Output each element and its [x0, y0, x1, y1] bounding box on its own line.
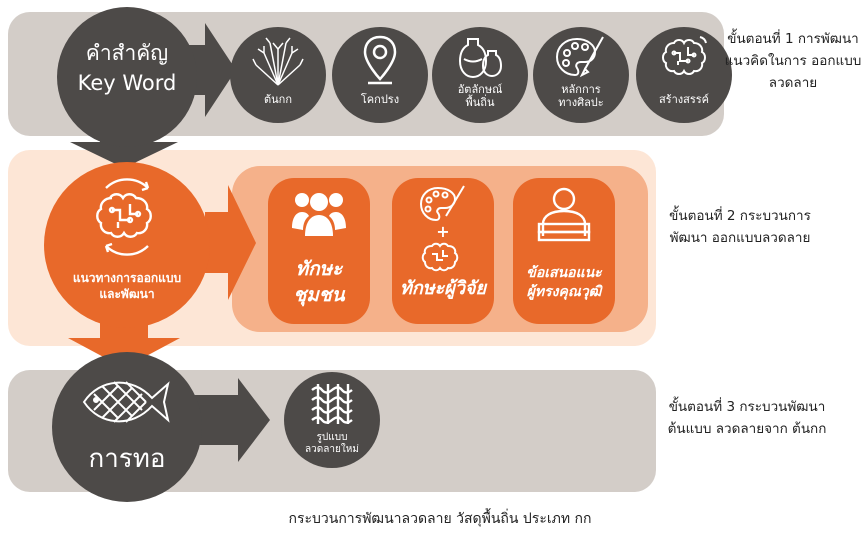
community-people-icon	[292, 193, 346, 236]
card-community-skills: ทักษะ ชุมชน	[268, 178, 370, 324]
diagram-caption: กระบวนการพัฒนาลวดลาย วัสดุพื้นถิ่น ประเภ…	[288, 511, 592, 527]
keyword-item-creative: สร้างสรรค์	[636, 27, 732, 123]
weave-pattern-icon	[311, 384, 353, 424]
step2-text: ขั้นตอนที่ 2 กระบวนการพัฒนา ออกแบบลวดลาย	[669, 208, 811, 246]
keyword-item-label: โคกปรง	[360, 93, 400, 106]
keyword-subtitle: Key Word	[77, 71, 177, 95]
keyword-title: คำสำคัญ	[85, 41, 169, 65]
card-community-label: ทักษะ ชุมชน	[293, 258, 345, 306]
woven-fish-icon	[82, 381, 170, 423]
keyword-item-art: หลักการ ทางศิลปะ	[533, 27, 629, 123]
keyword-item-label: อัตลักษณ์ พื้นถิ่น	[457, 83, 503, 109]
stage2-down-arrow	[68, 320, 180, 368]
stage2-right-arrow	[205, 185, 256, 300]
pottery-vases-icon	[458, 38, 502, 79]
reed-plant-icon	[252, 37, 304, 86]
palette-brain-icon	[419, 185, 465, 272]
stage3-right-arrow	[185, 378, 270, 462]
plus-sign: +	[436, 222, 450, 241]
card-researcher-skills: + ทักษะผู้วิจัย	[392, 178, 494, 324]
brain-cycle-icon	[96, 178, 152, 256]
creative-brain-icon	[662, 36, 707, 75]
step2-label: ขั้นตอนที่ 2 กระบวนการพัฒนา ออกแบบลวดลาย	[665, 205, 815, 249]
keyword-item-identity: อัตลักษณ์ พื้นถิ่น	[432, 27, 528, 123]
keyword-item-label: สร้างสรรค์	[658, 93, 710, 106]
new-pattern-circle: รูปแบบ ลวดลายใหม่	[284, 372, 380, 468]
keyword-item-label: ต้นกก	[264, 93, 292, 106]
keyword-item-location: โคกปรง	[332, 27, 428, 123]
design-approach-circle: แนวทางการออกแบบ และพัฒนา	[44, 162, 210, 328]
card-expert-feedback: ข้อเสนอแนะ ผู้ทรงคุณวุฒิ	[513, 178, 615, 324]
new-pattern-label: รูปแบบ ลวดลายใหม่	[305, 432, 359, 455]
keyword-item-reed: ต้นกก	[230, 27, 326, 123]
step3-label: ขั้นตอนที่ 3 กระบวนพัฒนาต้นแบบ ลวดลายจาก…	[657, 396, 837, 440]
step1-label: ขั้นตอนที่ 1 การพัฒนา แนวคิดในการ ออกแบบ…	[724, 28, 862, 94]
location-pin-icon	[363, 35, 397, 85]
art-palette-icon	[555, 36, 604, 78]
keyword-item-label: หลักการ ทางศิลปะ	[558, 83, 604, 109]
step1-text: ขั้นตอนที่ 1 การพัฒนา แนวคิดในการ ออกแบบ…	[724, 31, 862, 91]
keyword-circle: คำสำคัญ Key Word	[57, 7, 197, 147]
weaving-circle: การทอ	[52, 352, 202, 502]
expert-reading-icon	[537, 187, 591, 242]
design-approach-label: แนวทางการออกแบบ และพัฒนา	[72, 271, 182, 301]
card-expert-label: ข้อเสนอแนะ ผู้ทรงคุณวุฒิ	[526, 265, 602, 300]
weaving-label: การทอ	[88, 444, 166, 474]
card-researcher-label: ทักษะผู้วิจัย	[399, 278, 487, 299]
step3-text: ขั้นตอนที่ 3 กระบวนพัฒนาต้นแบบ ลวดลายจาก…	[667, 399, 827, 437]
